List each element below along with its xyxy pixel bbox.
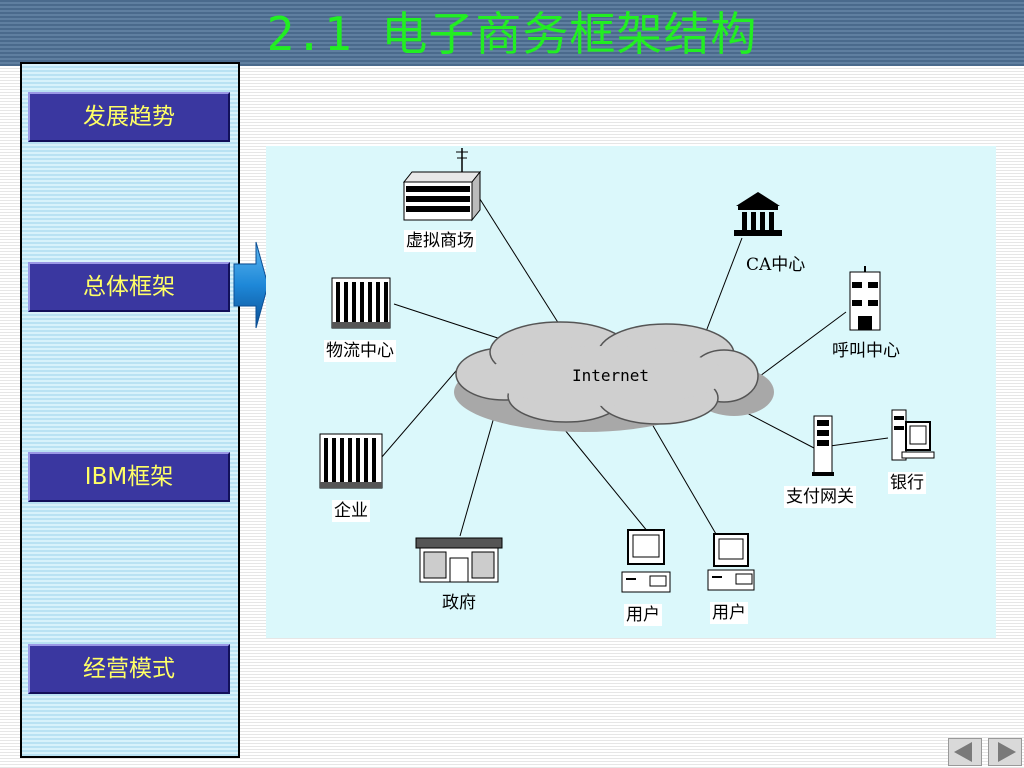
logistics-center-label: 物流中心	[324, 340, 396, 362]
government-label: 政府	[442, 593, 476, 613]
payment-gateway-label: 支付网关	[784, 486, 856, 508]
enterprise-label: 企业	[332, 500, 370, 522]
logistics-server-rack-icon	[331, 277, 391, 329]
diagram-canvas	[319, 148, 935, 593]
sidebar: 发展趋势 总体框架 IBM框架 经营模式	[20, 62, 240, 758]
right-arrow-icon	[233, 241, 269, 329]
user-computer-icon-2	[707, 533, 755, 591]
virtual-mall-label: 虚拟商场	[404, 230, 476, 252]
user-computer-icon-1	[621, 529, 671, 593]
nav-button-ibm-framework[interactable]: IBM框架	[28, 452, 230, 502]
prev-slide-icon[interactable]	[948, 738, 982, 766]
bank-computer-icon	[891, 409, 935, 461]
next-slide-icon[interactable]	[988, 738, 1022, 766]
internet-label: Internet	[572, 366, 650, 385]
bank-label: 银行	[888, 472, 926, 494]
ca-center-building-icon	[734, 192, 782, 236]
user-label-1: 用户	[624, 604, 662, 626]
virtual-mall-building-icon	[402, 148, 482, 222]
nav-button-overall-framework[interactable]: 总体框架	[28, 262, 230, 312]
nav-button-business-model[interactable]: 经营模式	[28, 644, 230, 694]
user-label-2: 用户	[710, 602, 748, 624]
nav-button-trends[interactable]: 发展趋势	[28, 92, 230, 142]
ca-center-label: CA中心	[746, 255, 806, 275]
ecommerce-framework-diagram: Internet 虚拟商场 CA中心 物流中心 呼叫中心 企业 支付网关 银行 …	[266, 146, 996, 638]
cloud-fill	[486, 346, 726, 406]
page-title: 2.1 电子商务框架结构	[266, 7, 758, 61]
title-bar	[0, 0, 1024, 66]
enterprise-server-rack-icon	[319, 433, 383, 489]
government-building-icon	[415, 537, 503, 583]
payment-gateway-server-icon	[812, 415, 834, 476]
call-center-label: 呼叫中心	[832, 341, 900, 361]
call-center-building-icon	[849, 266, 881, 331]
